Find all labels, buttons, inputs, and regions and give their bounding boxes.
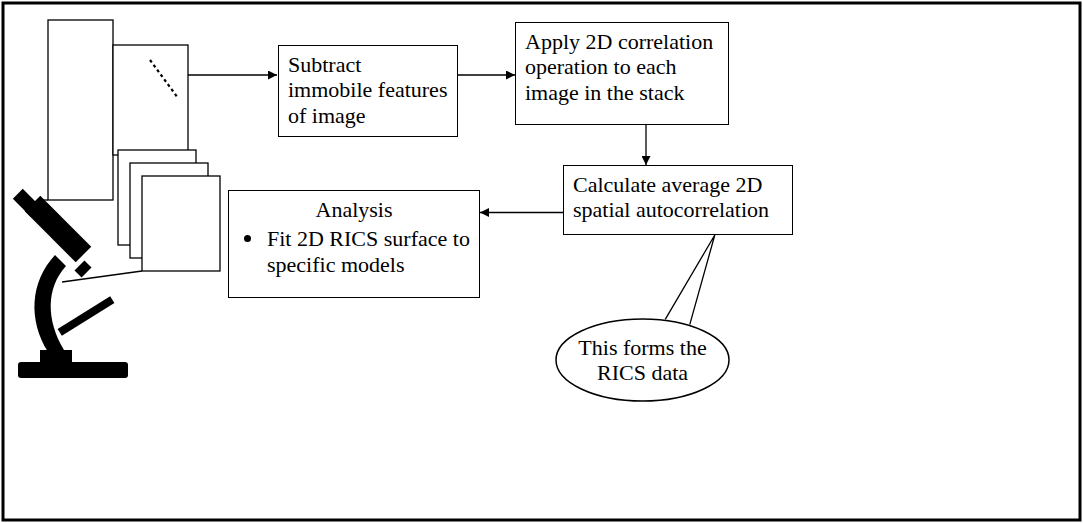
box-text: Analysis xyxy=(238,197,470,222)
box-text: Apply 2D correlation operation to each i… xyxy=(525,29,719,105)
text-row: Analysis xyxy=(238,197,470,222)
bullet-item: Fit 2D RICS surface to specific models xyxy=(238,226,470,277)
process-box: Calculate average 2D spatial autocorrela… xyxy=(563,165,793,235)
callout-ellipse: This forms the RICS data xyxy=(555,318,730,402)
flow-arrow xyxy=(645,125,646,165)
callout-text: This forms the RICS data xyxy=(572,335,714,386)
analysis-box: AnalysisFit 2D RICS surface to specific … xyxy=(228,190,480,298)
callout-tail xyxy=(665,235,715,325)
process-box: Subtract immobile features of image xyxy=(278,45,458,137)
text-row: Apply 2D correlation operation to each i… xyxy=(525,29,719,105)
ellipse-shape xyxy=(556,319,729,401)
input-arrow xyxy=(188,74,277,75)
box-text: Calculate average 2D spatial autocorrela… xyxy=(573,172,783,223)
box-text: Subtract immobile features of image xyxy=(288,52,448,128)
bullet-dot xyxy=(244,235,251,242)
image-frame xyxy=(113,45,188,155)
image-frame xyxy=(48,20,113,200)
bullet-text: Fit 2D RICS surface to specific models xyxy=(267,226,470,277)
flow-arrow xyxy=(480,212,563,213)
text-row: Subtract immobile features of image xyxy=(288,52,448,128)
flow-arrow xyxy=(458,74,515,75)
text-row: This forms the RICS data xyxy=(572,335,714,386)
stack-ellipsis xyxy=(150,60,178,98)
process-box: Apply 2D correlation operation to each i… xyxy=(515,22,729,125)
microscope-icon xyxy=(13,189,142,378)
outer-frame xyxy=(3,3,1080,520)
text-row: Calculate average 2D spatial autocorrela… xyxy=(573,172,783,223)
image-frame xyxy=(142,176,220,271)
